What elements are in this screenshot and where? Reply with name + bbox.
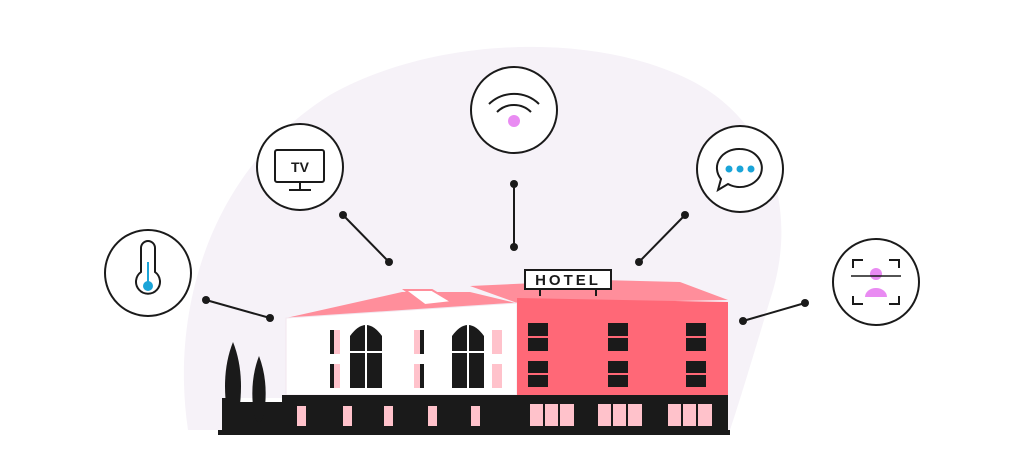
- arched-window-2: [452, 318, 484, 388]
- arched-window-1: [350, 318, 382, 388]
- connector-thermometer: [202, 296, 274, 322]
- roof-left: [286, 292, 520, 318]
- tree-1: [225, 342, 241, 422]
- left-wing-windows: [330, 330, 502, 388]
- connector-chat: [635, 211, 689, 266]
- ground-floor: [282, 395, 728, 433]
- tv-icon: TV: [256, 123, 344, 211]
- hotel-sign-text: HOTEL: [535, 272, 601, 289]
- chat-bubble-icon: [696, 125, 784, 213]
- connector-tv: [339, 211, 393, 266]
- hotel-sign: HOTEL: [524, 269, 612, 296]
- ground-floor-windows: [297, 404, 712, 426]
- tv-label: TV: [291, 159, 310, 175]
- connector-face-scan: [739, 299, 809, 325]
- right-wing-windows: [528, 323, 706, 387]
- tree-2: [252, 356, 266, 422]
- connector-wifi: [510, 180, 518, 251]
- hotel-building: HOTEL: [218, 269, 730, 435]
- wifi-icon: [470, 66, 558, 154]
- roof-skylight: [402, 289, 456, 307]
- ground-line: [218, 430, 730, 435]
- thermometer-icon: [104, 229, 192, 317]
- face-scan-icon: [832, 238, 920, 326]
